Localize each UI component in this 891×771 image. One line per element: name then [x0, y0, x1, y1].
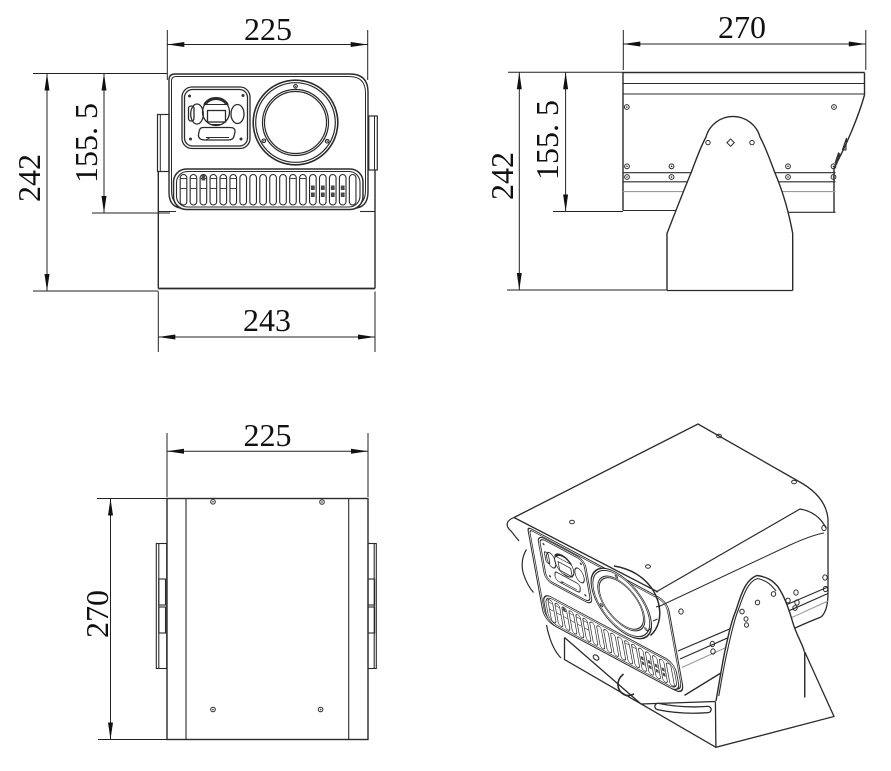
svg-text:225: 225 — [244, 417, 292, 453]
svg-text:242: 242 — [484, 152, 520, 200]
svg-text:270: 270 — [718, 9, 766, 45]
svg-text:242: 242 — [11, 154, 47, 202]
svg-text:155. 5: 155. 5 — [68, 103, 104, 183]
svg-text:155. 5: 155. 5 — [529, 100, 565, 180]
svg-text:243: 243 — [243, 302, 291, 338]
svg-text:270: 270 — [79, 590, 115, 638]
svg-text:225: 225 — [244, 11, 292, 47]
